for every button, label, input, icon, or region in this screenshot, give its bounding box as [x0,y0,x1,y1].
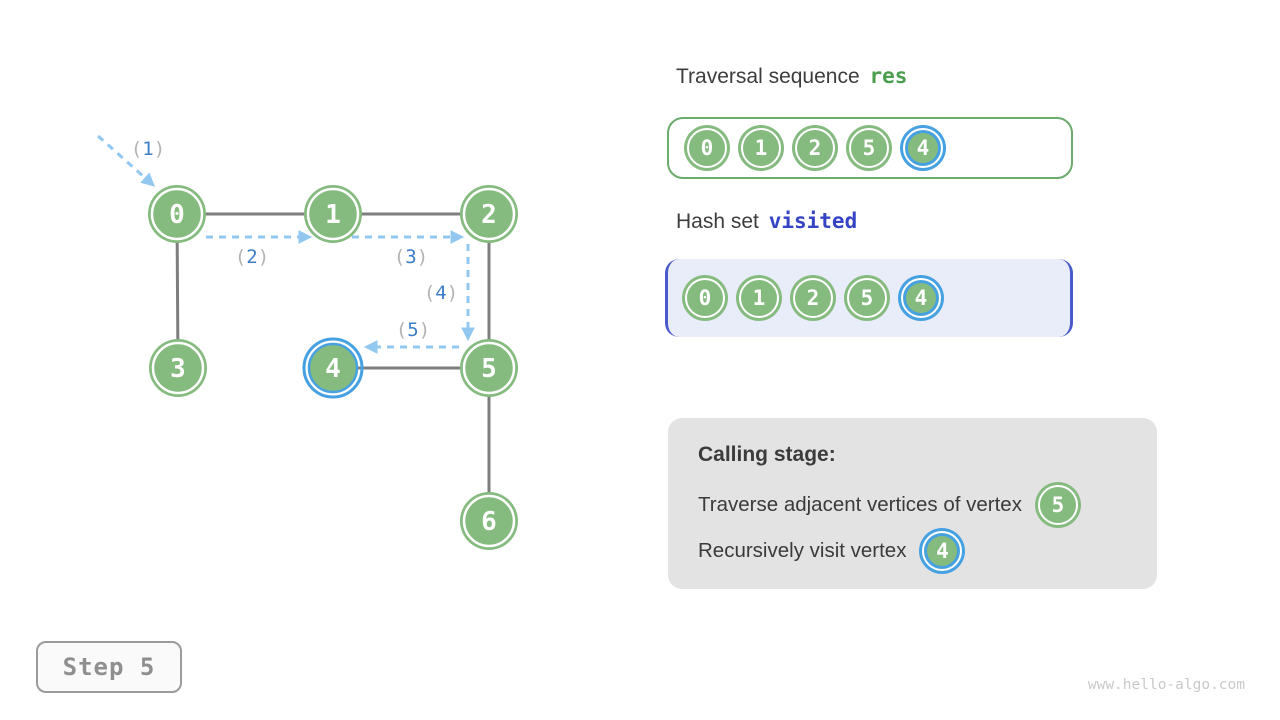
hash-set-title-text: Hash set [676,210,759,233]
calling-stage-line: Traverse adjacent vertices of vertex 5 [698,482,1127,528]
calling-stage-line-text: Recursively visit vertex [698,539,907,562]
node-chip-2: 2 [793,278,833,318]
calling-stage-line-text: Traverse adjacent vertices of vertex [698,493,1022,516]
graph-nodes: 0 1 2 3 4 5 6 [148,185,518,550]
node-chip-5: 5 [849,128,889,168]
traversal-sequence-title-text: Traversal sequence [676,65,860,88]
node-chip-0: 0 [687,128,727,168]
hash-set-title: Hash set visited [676,209,857,234]
graph-node-2: 2 [460,185,518,243]
res-code-label: res [869,64,908,88]
watermark: www.hello-algo.com [1087,677,1245,693]
graph-node-digit-3: 3 [170,354,186,384]
visited-code-label: visited [768,209,858,233]
graph-node-4: 4 [302,337,364,399]
traversal-arrow-label-5: (5) [396,319,430,341]
node-chip-2: 2 [795,128,835,168]
node-chip-4: 4 [903,128,943,168]
graph-node-digit-0: 0 [169,200,185,230]
calling-stage-title: Calling stage: [698,443,836,466]
traversal-sequence-title: Traversal sequence res [676,64,907,89]
node-chip-1: 1 [741,128,781,168]
traversal-arrow-label-4: (4) [424,282,458,304]
calling-stage-node-5: 5 [1037,485,1078,525]
graph-node-digit-4: 4 [325,354,341,384]
traversal-arrows: (1) (2) (3) (4) (5) [97,134,475,354]
graph-canvas: (1) (2) (3) (4) (5) 0 1 2 3 4 5 6 [97,134,518,550]
traversal-arrow-label-1: (1) [131,138,165,160]
graph-node-6: 6 [460,492,518,550]
node-chip-5: 5 [847,278,887,318]
graph-node-digit-2: 2 [481,200,497,230]
graph-node-digit-1: 1 [325,200,341,230]
graph-node-digit-6: 6 [481,507,497,537]
graph-node-digit-5: 5 [481,354,497,384]
node-chip-0: 0 [685,278,725,318]
node-chip-4: 4 [901,278,941,318]
calling-stage-node-4: 4 [922,531,963,571]
calling-stage-line: Recursively visit vertex 4 [698,528,1127,574]
graph-node-0: 0 [148,185,206,243]
traversal-arrow-label-3: (3) [394,246,428,268]
node-chip-1: 1 [739,278,779,318]
traversal-arrow-label-2: (2) [235,246,269,268]
calling-stage-box: Calling stage: Traverse adjacent vertice… [668,418,1157,589]
graph-node-3: 3 [149,339,207,397]
graph-node-5: 5 [460,339,518,397]
step-indicator: Step 5 [36,641,182,693]
graph-node-1: 1 [304,185,362,243]
